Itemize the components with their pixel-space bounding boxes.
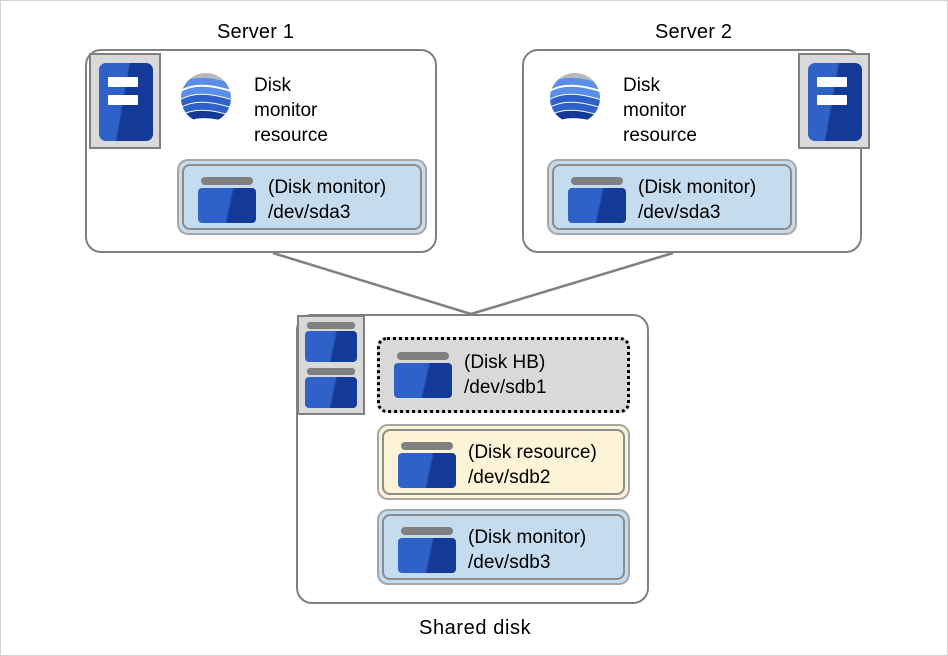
shared-disk-platter-bottom: [305, 368, 357, 410]
chip-inner: (Disk monitor) /dev/sda3: [182, 164, 422, 230]
server1-globe-icon: [181, 73, 231, 123]
connector-server2-shared: [470, 251, 674, 316]
chip-inner: (Disk resource) /dev/sdb2: [382, 429, 625, 495]
chip-inner: (Disk HB) /dev/sdb1: [377, 337, 630, 413]
disk-icon-top-bar: [571, 177, 623, 185]
server1-server-icon: [89, 53, 161, 149]
chip-inner: (Disk monitor) /dev/sda3: [552, 164, 792, 230]
disk-icon-top-bar: [397, 352, 449, 360]
disk-icon-body: [398, 453, 456, 488]
platter-body: [305, 331, 357, 362]
shared-disk-title: Shared disk: [419, 617, 532, 639]
shared-partition-1-device: /dev/sdb2: [468, 467, 551, 488]
server2-partition-device: /dev/sda3: [638, 202, 721, 223]
disk-icon-top-bar: [401, 442, 453, 450]
server1-partition-chip: (Disk monitor) /dev/sda3: [177, 159, 427, 235]
server-icon-body: [99, 63, 153, 141]
server2-partition-type: (Disk monitor): [638, 177, 757, 198]
server-icon-bar-top: [108, 77, 138, 87]
disk-icon-body: [568, 188, 626, 223]
shared-partition-2-type: (Disk monitor): [468, 527, 587, 548]
disk-icon: [398, 527, 456, 573]
platter-top-bar: [307, 322, 355, 329]
disk-icon: [398, 442, 456, 488]
disk-icon-top-bar: [401, 527, 453, 535]
disk-icon-top-bar: [201, 177, 253, 185]
server1-partition-type: (Disk monitor): [268, 177, 387, 198]
chip-inner: (Disk monitor) /dev/sdb3: [382, 514, 625, 580]
disk-icon: [198, 177, 256, 223]
shared-partition-0-type: (Disk HB): [464, 352, 546, 373]
shared-partition-0-device: /dev/sdb1: [464, 377, 547, 398]
connector-server1-shared: [272, 251, 472, 316]
server-icon-bar-top: [817, 77, 847, 87]
server2-server-icon: [798, 53, 870, 149]
shared-partition-chip-1: (Disk resource) /dev/sdb2: [377, 424, 630, 500]
platter-body: [305, 377, 357, 408]
server1-title: Server 1: [217, 21, 295, 43]
disk-icon: [568, 177, 626, 223]
shared-partition-chip-2: (Disk monitor) /dev/sdb3: [377, 509, 630, 585]
server2-monitor-resource-label: Disk monitor resource: [623, 75, 697, 146]
shared-disk-icon: [297, 315, 365, 415]
shared-partition-1-type: (Disk resource): [468, 442, 597, 463]
disk-icon-body: [198, 188, 256, 223]
disk-icon-body: [394, 363, 452, 398]
platter-top-bar: [307, 368, 355, 375]
server-icon-body: [808, 63, 862, 141]
disk-icon-body: [398, 538, 456, 573]
server-icon-bar-bottom: [108, 95, 138, 105]
server2-partition-chip: (Disk monitor) /dev/sda3: [547, 159, 797, 235]
disk-icon: [394, 352, 452, 398]
server-icon-bar-bottom: [817, 95, 847, 105]
server1-monitor-resource-label: Disk monitor resource: [254, 75, 328, 146]
shared-disk-platter-top: [305, 322, 357, 364]
shared-partition-2-device: /dev/sdb3: [468, 552, 551, 573]
server2-globe-icon: [550, 73, 600, 123]
server2-title: Server 2: [655, 21, 733, 43]
server1-partition-device: /dev/sda3: [268, 202, 351, 223]
shared-partition-chip-0: (Disk HB) /dev/sdb1: [377, 337, 630, 413]
